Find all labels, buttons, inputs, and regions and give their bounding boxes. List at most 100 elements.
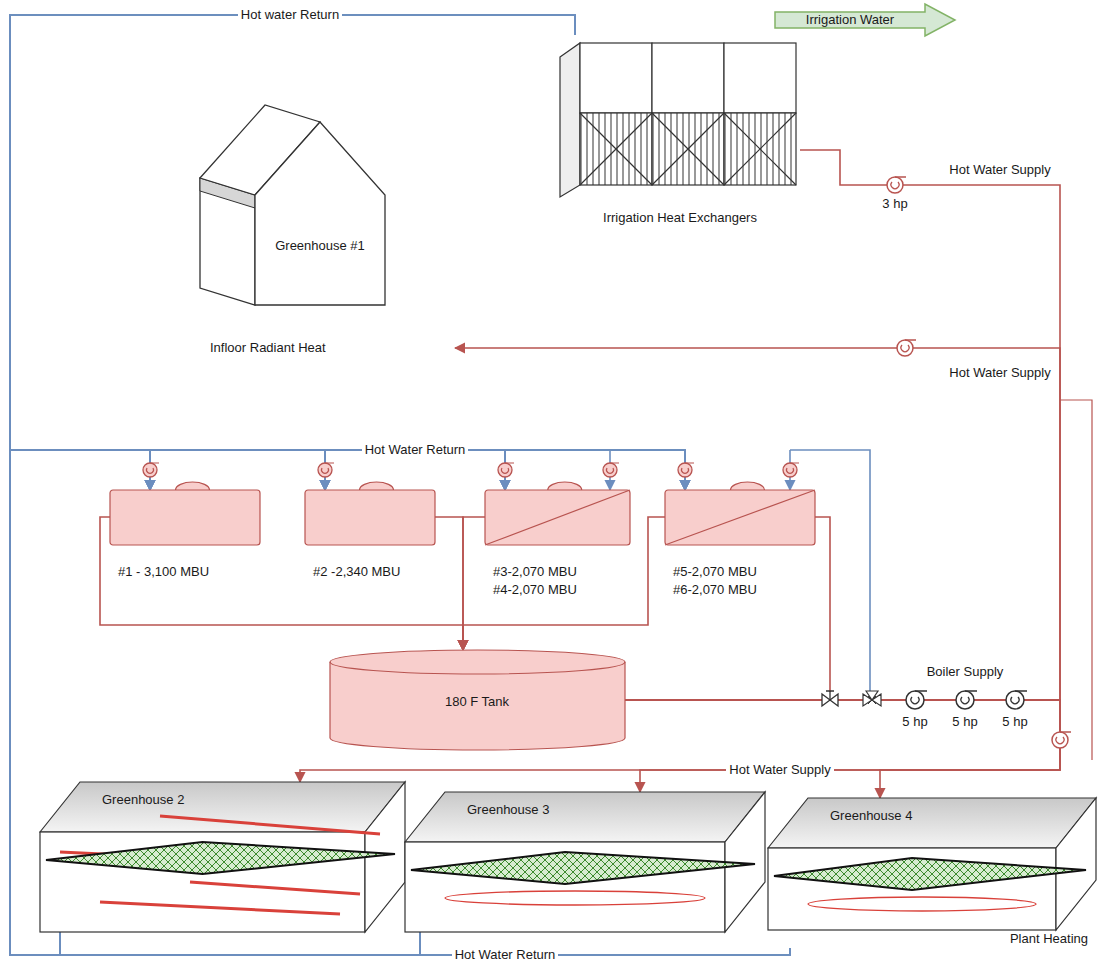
pump-symbol	[318, 463, 334, 477]
pipe-label: Irrigation Water	[806, 12, 894, 28]
greenhouse: Greenhouse 4 Plant Heating	[768, 798, 1096, 948]
pump-symbol	[783, 463, 799, 477]
boiler: #3-2,070 MBU #4-2,070 MBU	[485, 490, 630, 600]
node-title: Greenhouse #1	[275, 238, 365, 254]
boiler-body	[305, 490, 435, 545]
greenhouse: Greenhouse #1 Infloor Radiant Heat	[195, 60, 455, 360]
pump-symbol	[906, 691, 927, 709]
return-pipe	[10, 15, 575, 490]
pipe-label: Boiler Supply	[927, 664, 1004, 680]
boiler-body	[485, 490, 630, 545]
supply-pipe	[455, 348, 1060, 700]
node-subtitle: #4-2,070 MBU	[493, 582, 577, 598]
pump-symbol	[678, 463, 694, 477]
node-title: #5-2,070 MBU	[673, 564, 757, 580]
pump-symbol	[603, 463, 619, 477]
exchanger-unit	[580, 43, 652, 113]
greenhouse-shape	[40, 782, 405, 932]
node-subtitle: #6-2,070 MBU	[673, 582, 757, 598]
exchanger-cross	[580, 113, 652, 185]
supply-pipe	[625, 700, 1060, 792]
return-pipe	[790, 450, 870, 692]
boiler-shape	[305, 490, 435, 600]
bench-netting	[46, 842, 395, 874]
supply-pipe	[625, 700, 1060, 798]
bench-netting	[774, 858, 1086, 890]
node-title: Irrigation Heat Exchangers	[603, 210, 757, 226]
node-title: #2 -2,340 MBU	[313, 564, 400, 580]
exchanger-cross	[652, 113, 724, 185]
heating-loop	[445, 891, 705, 905]
boiler-divider	[485, 490, 630, 545]
greenhouse-shape	[195, 60, 455, 360]
return-pipe	[10, 15, 575, 490]
pump-symbol	[897, 340, 916, 356]
greenhouse-shape	[405, 792, 765, 932]
greenhouse-roof	[768, 798, 1096, 848]
pipe-label: Hot Water Supply	[949, 162, 1050, 178]
heating-pipe	[160, 816, 380, 834]
return-pipe	[10, 15, 685, 490]
exchanger-cross	[724, 113, 796, 185]
tank-rim	[330, 662, 625, 674]
supply-pipe	[1060, 400, 1092, 760]
pump-symbol	[1006, 691, 1027, 709]
node-title: Greenhouse 3	[467, 802, 549, 818]
pipe-label: Hot Water Supply	[726, 762, 833, 778]
exchanger-coil	[580, 113, 652, 185]
node-title: #3-2,070 MBU	[493, 564, 577, 580]
pump-symbol	[956, 691, 977, 709]
valve-symbol	[822, 691, 838, 706]
pump-symbol	[498, 463, 514, 477]
greenhouse-roof	[405, 792, 765, 842]
pipe-label: Hot water Return	[238, 7, 342, 23]
exchanger-unit	[652, 43, 724, 113]
bench-netting	[411, 852, 755, 884]
tank-body	[330, 650, 625, 750]
pipe-label: 5 hp	[952, 714, 977, 730]
greenhouse: Greenhouse 3	[405, 792, 765, 932]
pipe-label: 3 hp	[882, 196, 907, 212]
boiler: #1 - 3,100 MBU	[110, 490, 260, 600]
pump-symbol	[887, 177, 906, 193]
boiler: #5-2,070 MBU #6-2,070 MBU	[665, 490, 815, 600]
greenhouse-shape	[768, 798, 1096, 948]
heating-pipe	[100, 902, 340, 914]
boiler-body	[110, 490, 260, 545]
house-side-wall	[200, 178, 255, 305]
node-subtitle: Plant Heating	[1010, 931, 1088, 947]
node-title: 180 F Tank	[445, 694, 509, 710]
pipe-label: 5 hp	[1002, 714, 1027, 730]
boiler-shape	[110, 490, 260, 600]
pipe-label: Hot Water Return	[362, 442, 469, 458]
supply-pipe	[625, 150, 1060, 700]
supply-pipe	[435, 517, 463, 650]
supply-pipe	[815, 517, 830, 692]
storage-tank: 180 F Tank	[330, 650, 625, 750]
exchanger-coil	[652, 113, 724, 185]
heating-loop	[808, 897, 1036, 911]
irrigation-water-arrow	[775, 4, 955, 36]
exchanger-coil	[724, 113, 796, 185]
pump-symbol	[143, 463, 159, 477]
exchanger-side	[560, 43, 580, 197]
pipe-label: Hot Water Return	[452, 947, 559, 962]
pump-symbol	[1052, 732, 1071, 748]
boiler-body	[665, 490, 815, 545]
supply-pipe	[463, 517, 485, 650]
boiler-divider	[665, 490, 815, 545]
heating-pipe	[190, 882, 360, 894]
greenhouse-roof	[40, 782, 405, 832]
return-pipe	[10, 15, 575, 490]
node-title: Greenhouse 4	[830, 808, 912, 824]
pipe-label: Hot Water Supply	[949, 365, 1050, 381]
heat-exchanger: Irrigation Heat Exchangers	[560, 35, 800, 230]
exchanger-unit	[724, 43, 796, 113]
greenhouse-side	[1056, 798, 1096, 930]
node-title: Greenhouse 2	[102, 792, 184, 808]
node-subtitle: Infloor Radiant Heat	[210, 340, 326, 356]
heat-exchanger-shape	[560, 35, 800, 230]
boiler: #2 -2,340 MBU	[305, 490, 435, 600]
pipe-label: 5 hp	[902, 714, 927, 730]
three-way-valve-symbol	[863, 691, 881, 706]
